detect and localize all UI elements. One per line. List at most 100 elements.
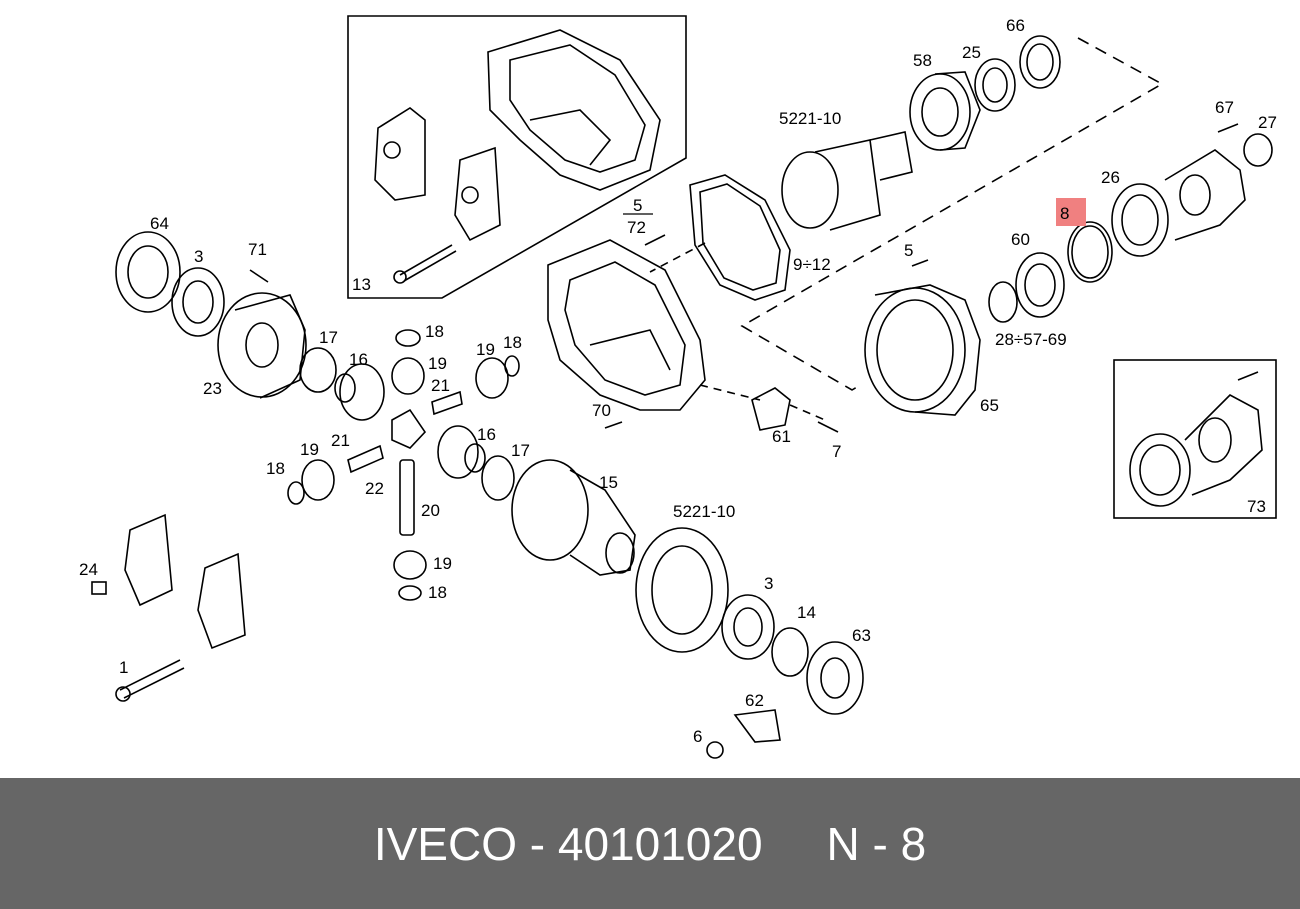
diff-case-15 [511, 459, 636, 576]
carrier-65 [864, 284, 981, 416]
nut-27 [1243, 133, 1273, 167]
callout-73: 73 [1247, 497, 1266, 516]
washer-17a [299, 347, 337, 393]
callout-67: 67 [1215, 98, 1234, 117]
bearing-58 [909, 71, 981, 151]
callout-19c: 19 [300, 440, 319, 459]
callout-62: 62 [745, 691, 764, 710]
bolt-71 [249, 269, 269, 283]
gear-64 [115, 231, 181, 313]
washer-18c [287, 481, 305, 505]
callout-5-top: 5 [633, 196, 642, 215]
callout-61: 61 [772, 427, 791, 446]
spider-22 [391, 408, 427, 449]
bolt-67 [1217, 123, 1239, 133]
washer-18b [504, 355, 520, 377]
callout-19a: 19 [428, 354, 447, 373]
callout-18c: 18 [266, 459, 285, 478]
diagram-svg: 1 3 3 5 72 5 6 7 8 9÷12 13 14 15 16 16 1… [79, 15, 1277, 759]
pinion-19d [393, 550, 427, 580]
callout-13: 13 [352, 275, 371, 294]
bolt-1 [119, 659, 185, 699]
pinion-19b [475, 357, 509, 399]
bearing-cap-a [374, 107, 426, 201]
pin-21b [347, 444, 384, 474]
bearing-cap-b [454, 146, 501, 242]
bolt-73 [1237, 371, 1259, 381]
inset-box-flange [1113, 359, 1277, 519]
flange-right [1111, 149, 1246, 257]
washer-17b [481, 455, 515, 501]
callout-71: 71 [248, 240, 267, 259]
callout-5221-10-pinion: 5221-10 [779, 109, 841, 128]
callout-28-57-69: 28÷57-69 [995, 330, 1067, 349]
callout-70: 70 [592, 401, 611, 420]
o-ring-8 [1067, 221, 1113, 283]
pinion-19a [391, 357, 425, 395]
callout-17b: 17 [511, 441, 530, 460]
bolt-5 [911, 259, 929, 267]
callout-17a: 17 [319, 328, 338, 347]
shim-14 [771, 627, 809, 677]
callout-16a: 16 [349, 350, 368, 369]
callout-21b: 21 [331, 431, 350, 450]
callout-8: 8 [1060, 204, 1069, 223]
gasket [689, 174, 791, 301]
callout-18d: 18 [428, 583, 447, 602]
footer-bar: IVECO - 40101020 N - 8 [0, 778, 1300, 909]
callout-9-12: 9÷12 [793, 255, 831, 274]
callout-23: 23 [203, 379, 222, 398]
callout-60: 60 [1011, 230, 1030, 249]
callout-3-right: 3 [764, 574, 773, 593]
callout-7: 7 [832, 442, 841, 461]
seal-60 [1015, 252, 1065, 318]
callout-6: 6 [693, 727, 702, 746]
cover-61 [751, 387, 791, 431]
footer-caption: IVECO - 40101020 N - 8 [0, 778, 1300, 909]
bearing-cap-24b [197, 552, 246, 650]
bolt-7 [817, 421, 839, 433]
callout-18b: 18 [503, 333, 522, 352]
callout-14: 14 [797, 603, 816, 622]
bearing-cap-24a [124, 513, 173, 607]
pinion-19c [301, 459, 335, 501]
callout-26: 26 [1101, 168, 1120, 187]
highlight-box [1056, 198, 1086, 226]
side-gear-16a [334, 363, 385, 421]
ring-25 [974, 58, 1016, 112]
dowel-24 [91, 581, 107, 595]
seal-66 [1019, 35, 1061, 89]
bolt-13 [393, 244, 457, 284]
housing-main [547, 239, 706, 411]
callout-19b: 19 [476, 340, 495, 359]
callout-72: 72 [627, 218, 646, 237]
callout-1: 1 [119, 658, 128, 677]
ring-gear-5221 [635, 527, 729, 653]
bearing-3-left [171, 267, 225, 337]
housing-upper [487, 29, 661, 191]
callout-3-left: 3 [194, 247, 203, 266]
brand-name: IVECO [373, 817, 517, 870]
shaft-20 [399, 459, 415, 536]
callout-18a: 18 [425, 322, 444, 341]
callout-21a: 21 [431, 376, 450, 395]
callout-22: 22 [365, 479, 384, 498]
bolt-5-72 [644, 234, 666, 246]
washer-18a [395, 329, 421, 347]
callout-15: 15 [599, 473, 618, 492]
callout-64: 64 [150, 214, 169, 233]
diagram-reference: N - 8 [826, 817, 927, 870]
callout-58: 58 [913, 51, 932, 70]
part-number: 40101020 [557, 817, 763, 870]
bearing-63 [806, 641, 864, 715]
pinion-gear [781, 131, 913, 231]
callout-65: 65 [980, 396, 999, 415]
pin-70 [604, 421, 623, 429]
callout-5: 5 [904, 241, 913, 260]
callout-20: 20 [421, 501, 440, 520]
spacer [763, 817, 827, 871]
callout-5221-10-ring: 5221-10 [673, 502, 735, 521]
callout-63: 63 [852, 626, 871, 645]
callout-25: 25 [962, 43, 981, 62]
callout-24: 24 [79, 560, 98, 579]
